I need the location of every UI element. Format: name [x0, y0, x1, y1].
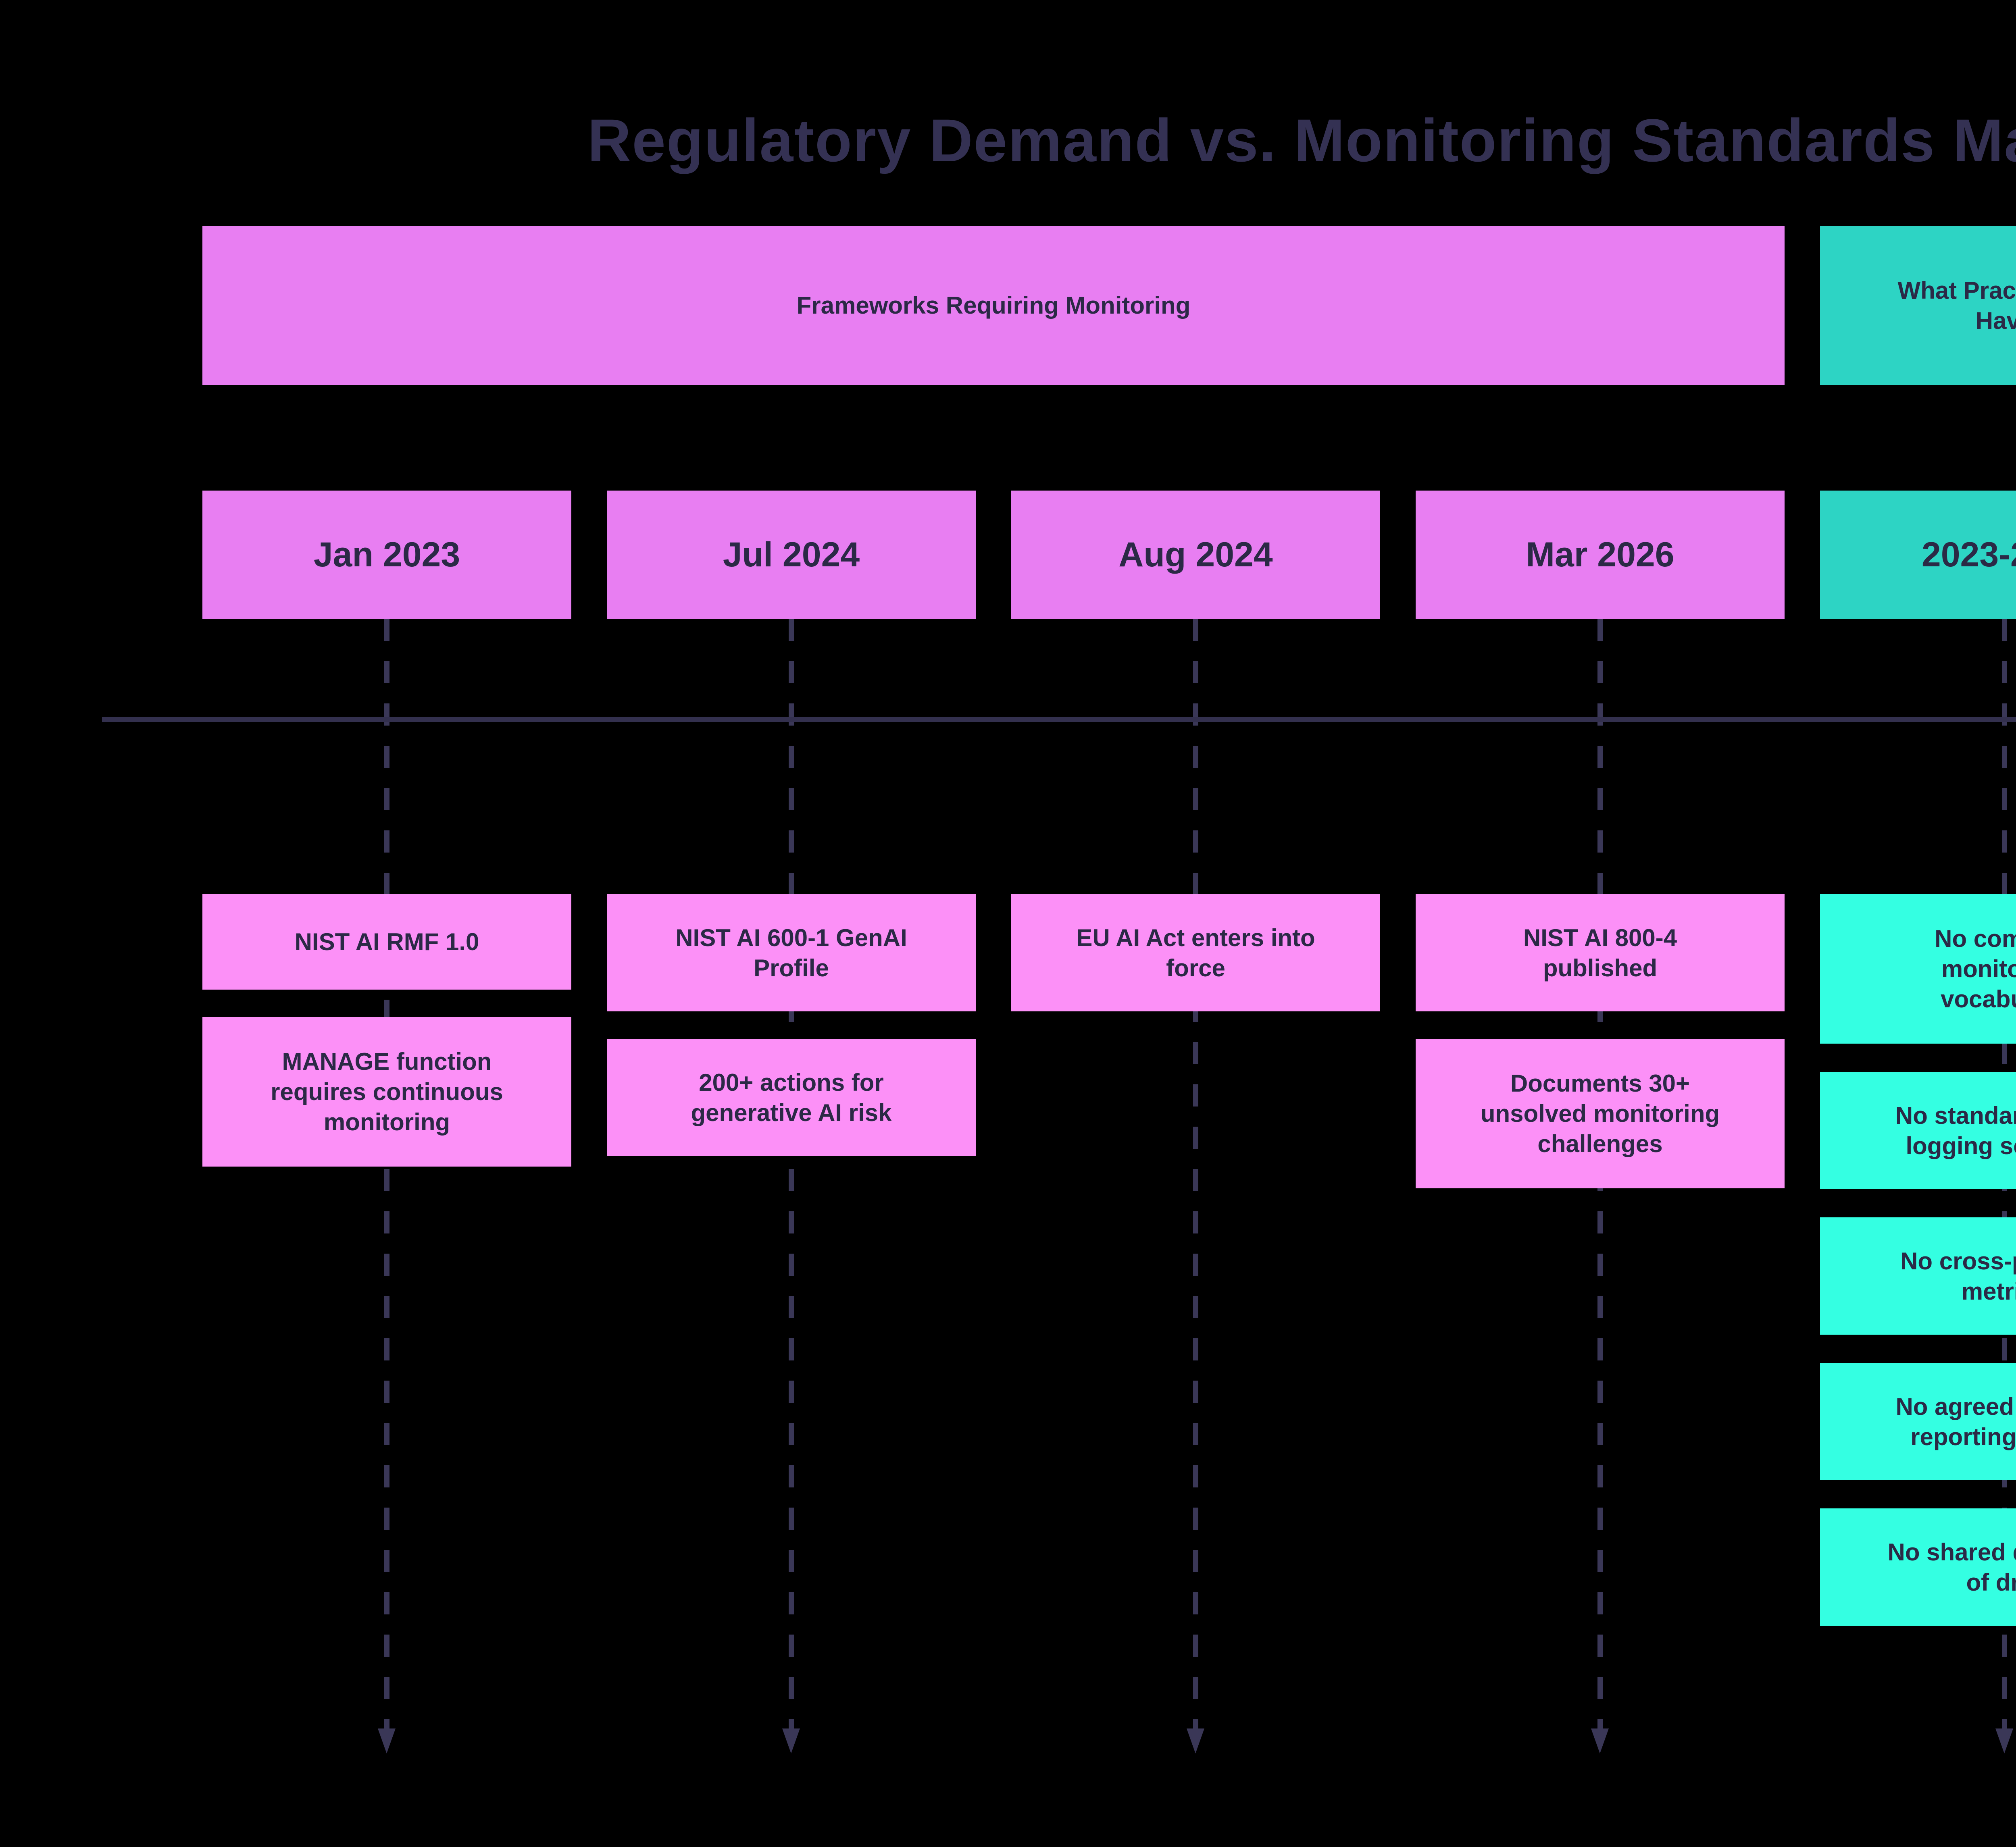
down-arrow-icon	[1995, 1728, 2013, 1753]
date-box-aug-2024: Aug 2024	[1011, 491, 1380, 619]
event-200-actions: 200+ actions for generative AI risk	[607, 1039, 976, 1156]
date-box-jan-2023: Jan 2023	[202, 491, 571, 619]
event-no-drift-definition: No shared definition of drift	[1820, 1508, 2016, 1626]
event-nist-ai-rmf: NIST AI RMF 1.0	[202, 894, 571, 990]
timeline-axis	[102, 717, 2016, 722]
event-no-cross-provider-metrics: No cross-provider metrics	[1820, 1217, 2016, 1335]
down-arrow-icon	[782, 1728, 800, 1753]
event-manage-function: MANAGE function requires continuous moni…	[202, 1017, 571, 1167]
dashed-connector	[1193, 619, 1198, 1728]
date-box-2023-2026: 2023-2026	[1820, 491, 2016, 619]
event-30-challenges: Documents 30+ unsolved monitoring challe…	[1416, 1039, 1785, 1188]
date-box-mar-2026: Mar 2026	[1416, 491, 1785, 619]
dashed-connector	[384, 619, 389, 1728]
event-no-logging-schemas: No standardized AI logging schemas	[1820, 1072, 2016, 1189]
dashed-connector	[789, 619, 794, 1728]
event-no-incident-format: No agreed incident reporting format	[1820, 1363, 2016, 1480]
diagram-title: Regulatory Demand vs. Monitoring Standar…	[587, 106, 2016, 174]
event-nist-800-4: NIST AI 800-4 published	[1416, 894, 1785, 1011]
header-frameworks-requiring-monitoring: Frameworks Requiring Monitoring	[202, 226, 1785, 385]
header-what-practitioners-have: What Practitioners Have	[1820, 226, 2016, 385]
event-eu-ai-act-force: EU AI Act enters into force	[1011, 894, 1380, 1011]
down-arrow-icon	[378, 1728, 396, 1753]
down-arrow-icon	[1591, 1728, 1609, 1753]
date-box-jul-2024: Jul 2024	[607, 491, 976, 619]
down-arrow-icon	[1187, 1728, 1204, 1753]
event-nist-600-1: NIST AI 600-1 GenAI Profile	[607, 894, 976, 1011]
